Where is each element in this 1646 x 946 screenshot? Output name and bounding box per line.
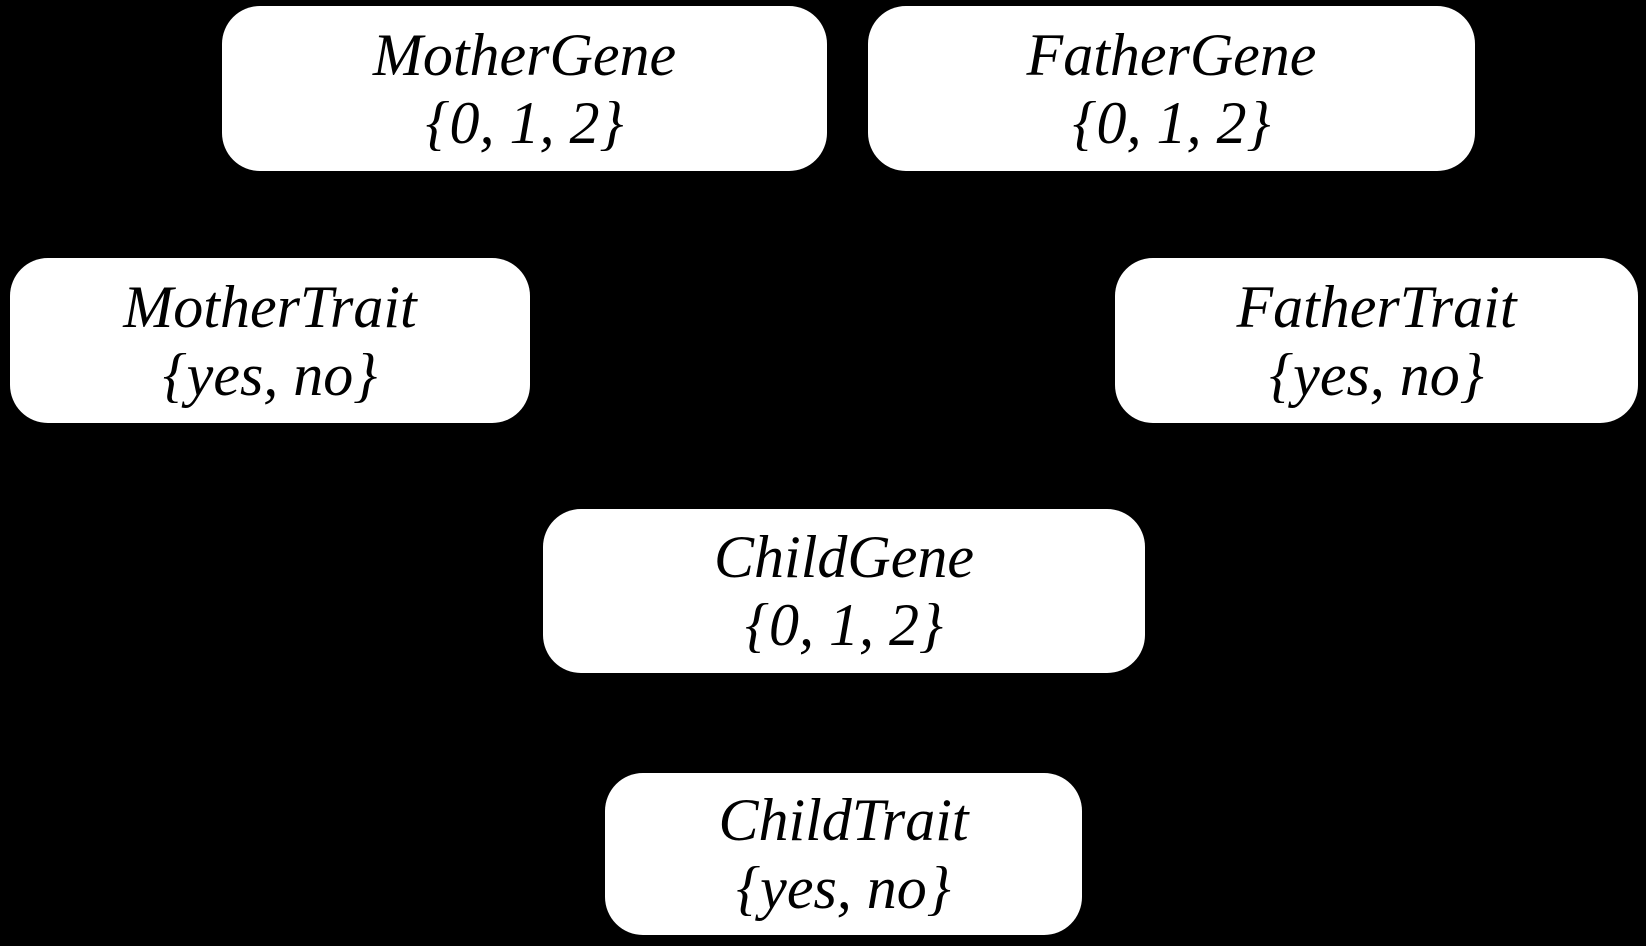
node-father-trait-label: FatherTrait [1236, 273, 1517, 340]
node-child-trait-label: ChildTrait [718, 787, 969, 853]
node-child-gene: ChildGene{0, 1, 2} [543, 509, 1145, 673]
node-mother-trait: MotherTrait{yes, no} [10, 258, 530, 423]
node-father-trait-domain: {yes, no} [1269, 341, 1484, 408]
node-father-gene-label: FatherGene [1026, 21, 1317, 88]
node-mother-gene-label: MotherGene [372, 21, 677, 88]
node-child-trait: ChildTrait{yes, no} [605, 773, 1082, 935]
node-mother-gene-domain: {0, 1, 2} [425, 89, 624, 156]
node-child-gene-domain: {0, 1, 2} [745, 592, 943, 658]
node-father-gene: FatherGene{0, 1, 2} [868, 6, 1475, 171]
node-mother-trait-label: MotherTrait [123, 273, 417, 340]
node-father-trait: FatherTrait{yes, no} [1115, 258, 1638, 423]
node-mother-trait-domain: {yes, no} [162, 341, 378, 408]
node-child-trait-domain: {yes, no} [736, 855, 951, 921]
node-mother-gene: MotherGene{0, 1, 2} [222, 6, 827, 171]
node-father-gene-domain: {0, 1, 2} [1072, 89, 1271, 156]
node-child-gene-label: ChildGene [714, 524, 974, 590]
